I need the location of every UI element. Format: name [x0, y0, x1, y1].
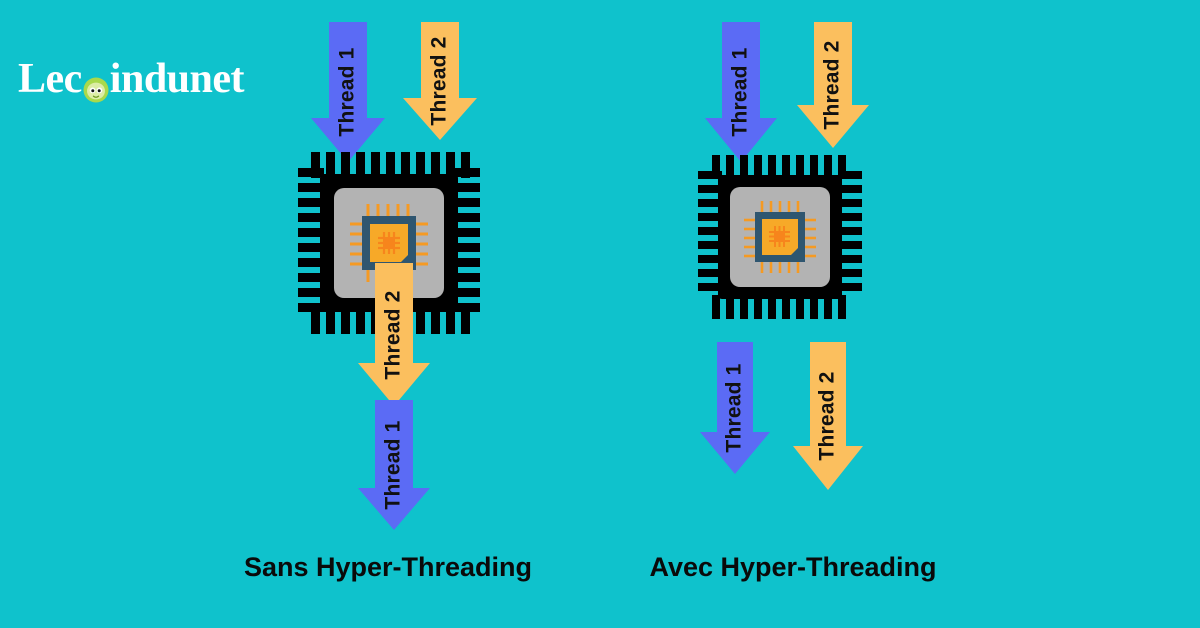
arrow-output-thread2-right: Thread 2 — [793, 342, 863, 490]
cpu-chip-right — [698, 155, 862, 319]
arrow-input-thread1-left: Thread 1 — [311, 22, 385, 162]
arrow-output-thread1-right: Thread 1 — [700, 342, 770, 474]
cpu-chip-left — [298, 152, 480, 334]
arrow-input-thread1-right: Thread 1 — [705, 22, 777, 162]
green-smiley-coin-icon — [83, 69, 109, 103]
arrow-output-thread2-left: Thread 2 — [358, 263, 430, 406]
brand-text-after: indunet — [109, 56, 245, 102]
arrow-input-thread2-right: Thread 2 — [797, 22, 869, 148]
arrow-input-thread2-left: Thread 2 — [403, 22, 477, 140]
brand-text-before: Lec — [18, 56, 82, 102]
arrow-output-thread1-left: Thread 1 — [358, 400, 430, 530]
caption-without-hyper-threading: Sans Hyper-Threading — [238, 552, 538, 583]
caption-with-hyper-threading: Avec Hyper-Threading — [643, 552, 943, 583]
brand-logo: Lec indunet — [18, 54, 245, 104]
caption-text: Sans Hyper-Threading — [243, 552, 533, 582]
caption-text: Avec Hyper-Threading — [649, 552, 937, 582]
